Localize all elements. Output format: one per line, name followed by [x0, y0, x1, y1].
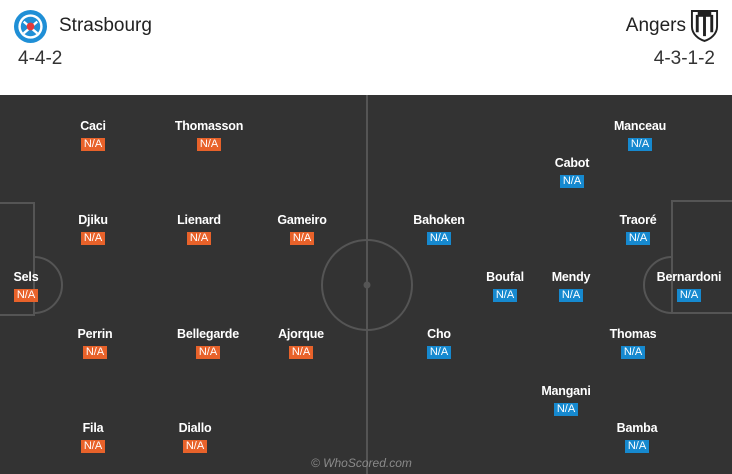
player-rating-badge: N/A: [289, 232, 315, 245]
player-diallo[interactable]: Diallo N/A: [155, 421, 235, 454]
player-manceau[interactable]: Manceau N/A: [600, 119, 680, 152]
player-name: Cabot: [554, 156, 590, 170]
player-name: Boufal: [486, 270, 524, 284]
player-name: Lienard: [177, 213, 221, 227]
player-sels[interactable]: Sels N/A: [0, 270, 66, 303]
player-rating-badge: N/A: [620, 346, 646, 359]
player-name: Manceau: [613, 119, 667, 133]
player-bernardoni[interactable]: Bernardoni N/A: [649, 270, 729, 303]
player-rating-badge: N/A: [80, 232, 106, 245]
away-formation: 4-3-1-2: [653, 48, 715, 69]
player-rating-badge: N/A: [627, 138, 653, 151]
player-rating-badge: N/A: [624, 440, 650, 453]
player-name: Thomasson: [174, 119, 244, 133]
player-rating-badge: N/A: [625, 232, 651, 245]
player-bamba[interactable]: Bamba N/A: [597, 421, 677, 454]
player-rating-badge: N/A: [426, 232, 452, 245]
player-mendy[interactable]: Mendy N/A: [531, 270, 611, 303]
player-rating-badge: N/A: [492, 289, 518, 302]
player-rating-badge: N/A: [426, 346, 452, 359]
player-thomasson[interactable]: Thomasson N/A: [169, 119, 249, 152]
player-boufal[interactable]: Boufal N/A: [465, 270, 545, 303]
player-djiku[interactable]: Djiku N/A: [53, 213, 133, 246]
player-name: Sels: [13, 270, 39, 284]
player-rating-badge: N/A: [288, 346, 314, 359]
player-name: Ajorque: [278, 327, 324, 341]
home-team-name[interactable]: Strasbourg: [59, 15, 152, 36]
player-lienard[interactable]: Lienard N/A: [159, 213, 239, 246]
player-rating-badge: N/A: [196, 138, 222, 151]
player-rating-badge: N/A: [558, 289, 584, 302]
player-name: Fila: [82, 421, 104, 435]
pitch: Caci N/A Thomasson N/A Djiku N/A Lienard…: [0, 95, 732, 474]
player-rating-badge: N/A: [80, 440, 106, 453]
player-name: Thomas: [609, 327, 657, 341]
player-cabot[interactable]: Cabot N/A: [532, 156, 612, 189]
away-team-name[interactable]: Angers: [625, 15, 686, 36]
player-caci[interactable]: Caci N/A: [53, 119, 133, 152]
player-name: Perrin: [77, 327, 113, 341]
player-rating-badge: N/A: [186, 232, 212, 245]
player-name: Bellegarde: [177, 327, 239, 341]
player-name: Bernardoni: [656, 270, 722, 284]
player-name: Mendy: [551, 270, 591, 284]
player-ajorque[interactable]: Ajorque N/A: [261, 327, 341, 360]
player-name: Traoré: [619, 213, 657, 227]
player-name: Bamba: [616, 421, 658, 435]
player-name: Mangani: [541, 384, 591, 398]
player-perrin[interactable]: Perrin N/A: [55, 327, 135, 360]
home-formation: 4-4-2: [18, 48, 63, 69]
player-rating-badge: N/A: [676, 289, 702, 302]
match-header: Strasbourg 4-4-2 Angers 4-3-1-2: [0, 0, 732, 92]
whoscored-watermark: © WhoScored.com: [311, 456, 412, 470]
strasbourg-crest-icon[interactable]: [13, 9, 48, 44]
player-rating-badge: N/A: [553, 403, 579, 416]
player-rating-badge: N/A: [559, 175, 585, 188]
player-name: Gameiro: [277, 213, 327, 227]
player-rating-badge: N/A: [80, 138, 106, 151]
player-name: Djiku: [78, 213, 108, 227]
player-bahoken[interactable]: Bahoken N/A: [399, 213, 479, 246]
player-name: Caci: [80, 119, 106, 133]
player-mangani[interactable]: Mangani N/A: [526, 384, 606, 417]
pitch-markings: [0, 95, 732, 474]
player-traore[interactable]: Traoré N/A: [598, 213, 678, 246]
player-rating-badge: N/A: [182, 440, 208, 453]
player-fila[interactable]: Fila N/A: [53, 421, 133, 454]
player-bellegarde[interactable]: Bellegarde N/A: [168, 327, 248, 360]
player-gameiro[interactable]: Gameiro N/A: [262, 213, 342, 246]
player-rating-badge: N/A: [82, 346, 108, 359]
player-rating-badge: N/A: [195, 346, 221, 359]
player-cho[interactable]: Cho N/A: [399, 327, 479, 360]
player-name: Diallo: [178, 421, 212, 435]
angers-crest-icon[interactable]: [690, 9, 719, 42]
player-name: Bahoken: [413, 213, 465, 227]
player-name: Cho: [427, 327, 451, 341]
player-rating-badge: N/A: [13, 289, 39, 302]
player-thomas[interactable]: Thomas N/A: [593, 327, 673, 360]
